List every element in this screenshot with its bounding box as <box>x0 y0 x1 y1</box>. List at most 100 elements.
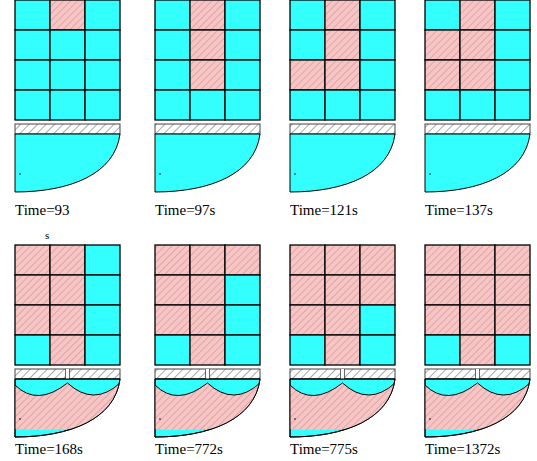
support-plate <box>155 369 260 379</box>
fuel-cell <box>225 245 260 275</box>
fuel-cell <box>460 90 495 120</box>
fuel-cell <box>495 245 530 275</box>
lower-plenum-outline <box>290 379 395 437</box>
fuel-cell <box>360 30 395 60</box>
plate-slot <box>209 369 210 379</box>
fuel-cell <box>360 305 395 335</box>
fuel-cell <box>325 60 360 90</box>
time-label: Time=121s <box>290 203 358 218</box>
plate-slot <box>341 369 344 379</box>
time-label: Time=93 <box>15 203 70 218</box>
support-plate <box>15 369 120 379</box>
fuel-cell <box>495 0 530 30</box>
lower-plenum-outline <box>425 379 530 437</box>
fuel-cell <box>85 245 120 275</box>
dot <box>19 418 21 420</box>
fuel-cell <box>85 30 120 60</box>
fuel-cell <box>460 275 495 305</box>
fuel-cell <box>495 275 530 305</box>
fuel-cell <box>155 0 190 30</box>
fuel-cell <box>460 335 495 365</box>
plate-slot <box>205 369 206 379</box>
fuel-cell <box>425 275 460 305</box>
plate-slot <box>475 369 476 379</box>
fuel-cell <box>15 0 50 30</box>
fuel-cell <box>190 245 225 275</box>
fuel-cell <box>225 0 260 30</box>
fuel-cell <box>190 335 225 365</box>
pool-surface <box>15 383 120 396</box>
fuel-cell <box>290 30 325 60</box>
fuel-cell <box>360 335 395 365</box>
time-label: Time=97s <box>155 203 215 218</box>
fuel-cell <box>425 0 460 30</box>
support-plate <box>290 124 395 134</box>
fuel-cell <box>290 275 325 305</box>
lower-plenum <box>155 379 260 437</box>
fuel-cell <box>225 305 260 335</box>
lower-plenum <box>425 134 530 192</box>
support-plate <box>425 369 530 379</box>
fuel-cell <box>15 245 50 275</box>
fuel-cell <box>225 60 260 90</box>
fuel-cell <box>190 60 225 90</box>
dot <box>159 173 161 175</box>
time-label: Time=1372s <box>425 442 500 457</box>
fuel-cell <box>460 30 495 60</box>
plate-slot <box>69 369 70 379</box>
time-label: Time=168s <box>15 442 83 457</box>
fuel-cell <box>225 90 260 120</box>
time-label: Time=137s <box>425 203 493 218</box>
fuel-cell <box>190 90 225 120</box>
fuel-cell <box>15 335 50 365</box>
stray-mark: s <box>45 230 49 241</box>
fuel-cell <box>325 305 360 335</box>
plate-slot <box>65 369 66 379</box>
fuel-cell <box>225 275 260 305</box>
fuel-cell <box>425 245 460 275</box>
fuel-cell <box>50 90 85 120</box>
plate-slot <box>66 369 69 379</box>
fuel-cell <box>325 0 360 30</box>
fuel-cell <box>425 30 460 60</box>
fuel-cell <box>155 245 190 275</box>
fuel-cell <box>460 245 495 275</box>
lower-plenum-outline <box>155 379 260 437</box>
plate-slot <box>344 369 345 379</box>
fuel-cell <box>50 305 85 335</box>
fuel-cell <box>155 275 190 305</box>
fuel-cell <box>325 90 360 120</box>
fuel-cell <box>190 275 225 305</box>
fuel-cell <box>85 305 120 335</box>
dot <box>19 173 21 175</box>
lower-plenum <box>155 134 260 192</box>
fuel-cell <box>360 0 395 30</box>
plate-slot <box>479 369 480 379</box>
fuel-cell <box>360 90 395 120</box>
lower-plenum <box>425 379 530 437</box>
fuel-cell <box>495 90 530 120</box>
fuel-cell <box>190 0 225 30</box>
fuel-cell <box>460 305 495 335</box>
fuel-cell <box>85 275 120 305</box>
fuel-cell <box>325 245 360 275</box>
fuel-cell <box>155 60 190 90</box>
fuel-cell <box>460 0 495 30</box>
fuel-cell <box>460 60 495 90</box>
fuel-cell <box>425 305 460 335</box>
support-plate <box>290 369 395 379</box>
fuel-cell <box>15 60 50 90</box>
fuel-cell <box>425 60 460 90</box>
dot <box>294 173 296 175</box>
fuel-cell <box>15 305 50 335</box>
plate-slot <box>476 369 479 379</box>
support-plate <box>155 124 260 134</box>
time-label: Time=772s <box>155 442 223 457</box>
fuel-cell <box>325 335 360 365</box>
time-label: Time=775s <box>290 442 358 457</box>
molten-pool <box>425 383 530 430</box>
support-plate <box>425 124 530 134</box>
fuel-cell <box>290 305 325 335</box>
fuel-cell <box>50 30 85 60</box>
dot <box>159 418 161 420</box>
